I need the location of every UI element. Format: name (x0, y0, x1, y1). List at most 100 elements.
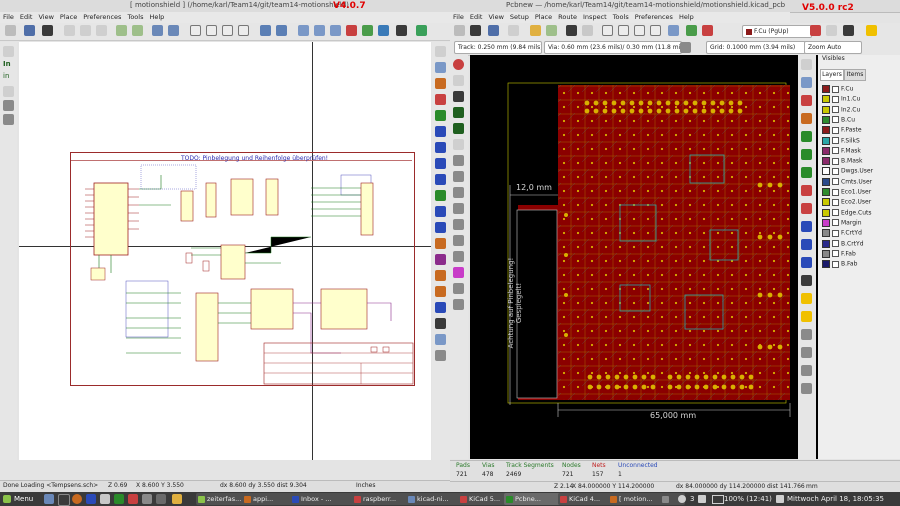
menu-preferences[interactable]: Preferences (83, 13, 122, 21)
pcb-print-icon[interactable] (566, 25, 577, 36)
tab-items[interactable]: Items (844, 69, 866, 81)
add-wire-icon[interactable] (435, 110, 446, 121)
task-kicad5[interactable]: KiCad 5... (458, 493, 513, 505)
layer-row[interactable]: F.Mask (822, 146, 861, 157)
layer-color-swatch-icon[interactable] (822, 85, 830, 93)
microwave-toolbar-icon[interactable] (453, 283, 464, 294)
settings-icon[interactable] (142, 494, 152, 504)
bus-to-bus-icon[interactable] (435, 158, 446, 169)
add-circle-icon[interactable] (801, 239, 812, 250)
grid-icon[interactable] (3, 46, 14, 57)
layer-row[interactable]: F.SilkS (822, 136, 860, 147)
bus-orientation-icon[interactable] (3, 114, 14, 125)
layer-color-swatch-icon[interactable] (822, 188, 830, 196)
redo-icon[interactable] (132, 25, 143, 36)
add-component-icon[interactable] (435, 78, 446, 89)
pcb-save-icon[interactable] (470, 25, 481, 36)
kicad-launcher-icon[interactable] (128, 494, 138, 504)
add-via-icon[interactable] (801, 167, 812, 178)
pcb-new-icon[interactable] (454, 25, 465, 36)
pcb-menu-preferences[interactable]: Preferences (634, 13, 673, 21)
pcb-units-mm-icon[interactable] (453, 123, 464, 134)
layer-row[interactable]: Cmts.User (822, 177, 872, 188)
pcb-find-icon[interactable] (668, 25, 679, 36)
show-module-ratsnest-icon[interactable] (453, 171, 464, 182)
route-track-icon[interactable] (801, 131, 812, 142)
route-diff-pair-icon[interactable] (801, 149, 812, 160)
pad-sketch-icon[interactable] (453, 219, 464, 230)
layer-color-swatch-icon[interactable] (822, 239, 830, 248)
terminal-icon[interactable] (58, 494, 70, 506)
units-inch-toggle[interactable]: In (3, 60, 11, 68)
show-desktop-icon[interactable] (156, 494, 166, 504)
cursor-shape-icon[interactable] (3, 86, 14, 97)
layer-visibility-checkbox[interactable] (832, 95, 839, 103)
task-motion-sch[interactable]: [ motion... (608, 493, 669, 505)
layer-visibility-checkbox[interactable] (832, 85, 839, 93)
wire-to-bus-icon[interactable] (435, 142, 446, 153)
layer-row[interactable]: Edge.Cuts (822, 208, 871, 219)
network-icon[interactable] (776, 495, 784, 503)
pcb-units-inch-icon[interactable] (453, 107, 464, 118)
zone-fill-display-icon[interactable] (453, 203, 464, 214)
save-icon[interactable] (42, 25, 53, 36)
layer-color-swatch-icon[interactable] (822, 146, 830, 155)
task-appi[interactable]: appi... (242, 493, 299, 505)
delete-item-icon[interactable] (435, 350, 446, 361)
junction-icon[interactable] (435, 190, 446, 201)
pcb-grid-icon[interactable] (453, 75, 464, 86)
hier-label-icon[interactable] (435, 238, 446, 249)
add-sheet-pin-icon[interactable] (435, 286, 446, 297)
pcb-zoom-in-icon[interactable] (602, 25, 613, 36)
add-keepout-icon[interactable] (801, 203, 812, 214)
pcb-menu-file[interactable]: File (453, 13, 464, 21)
layer-color-swatch-icon[interactable] (822, 177, 830, 186)
erc-icon[interactable] (346, 25, 357, 36)
gedit-icon[interactable] (100, 494, 110, 504)
pcb-redo-icon[interactable] (546, 25, 557, 36)
add-arc-icon[interactable] (801, 257, 812, 268)
add-line-icon[interactable] (801, 221, 812, 232)
menu-place[interactable]: Place (59, 13, 78, 21)
pcb-delete-icon[interactable] (801, 329, 812, 340)
layer-visibility-checkbox[interactable] (832, 250, 839, 258)
import-sheet-pin-icon[interactable] (435, 270, 446, 281)
no-connect-icon[interactable] (435, 174, 446, 185)
netlist-icon[interactable] (362, 25, 373, 36)
layer-row[interactable]: Margin (822, 218, 862, 229)
library-editor-icon[interactable] (298, 25, 309, 36)
layer-visibility-checkbox[interactable] (832, 116, 839, 124)
local-ratsnest-icon[interactable] (801, 95, 812, 106)
pcb-select-icon[interactable] (801, 59, 812, 70)
grid-origin-icon[interactable] (801, 365, 812, 376)
copy-icon[interactable] (80, 25, 91, 36)
clock[interactable]: Mittwoch April 18, 18:05:35 (787, 495, 885, 503)
layer-row[interactable]: In1.Cu (822, 95, 860, 105)
layer-select-dropdown[interactable]: F.Cu (PgUp) (742, 25, 812, 38)
global-label-icon[interactable] (435, 222, 446, 233)
pcb-menu-route[interactable]: Route (558, 13, 578, 21)
cut-icon[interactable] (96, 25, 107, 36)
task-kicad-nightly[interactable]: kicad-ni... (406, 493, 467, 505)
layer-row[interactable]: In2.Cu (822, 105, 860, 116)
tab-layers[interactable]: Layers (820, 69, 844, 81)
auto-track-width-icon[interactable] (680, 42, 691, 53)
assign-footprints-icon[interactable] (396, 25, 407, 36)
find-replace-icon[interactable] (168, 25, 179, 36)
layer-row[interactable]: B.Cu (822, 115, 855, 126)
layer-visibility-checkbox[interactable] (832, 188, 839, 196)
pcb-zoom-out-icon[interactable] (618, 25, 629, 36)
layer-color-swatch-icon[interactable] (822, 229, 830, 238)
thunderbird-icon[interactable] (86, 494, 96, 504)
menu-edit[interactable]: Edit (19, 13, 33, 21)
layer-color-swatch-icon[interactable] (822, 126, 830, 135)
via-sketch-icon[interactable] (453, 235, 464, 246)
libreoffice-icon[interactable] (114, 494, 124, 504)
layer-visibility-checkbox[interactable] (832, 126, 839, 134)
layer-visibility-checkbox[interactable] (832, 219, 839, 227)
highlight-net-icon[interactable] (435, 62, 446, 73)
task-zeiterfassung[interactable]: zeiterfas... (196, 493, 251, 505)
add-text-icon[interactable] (435, 318, 446, 329)
auto-delete-track-icon[interactable] (453, 187, 464, 198)
pcb-menu-view[interactable]: View (488, 13, 504, 21)
